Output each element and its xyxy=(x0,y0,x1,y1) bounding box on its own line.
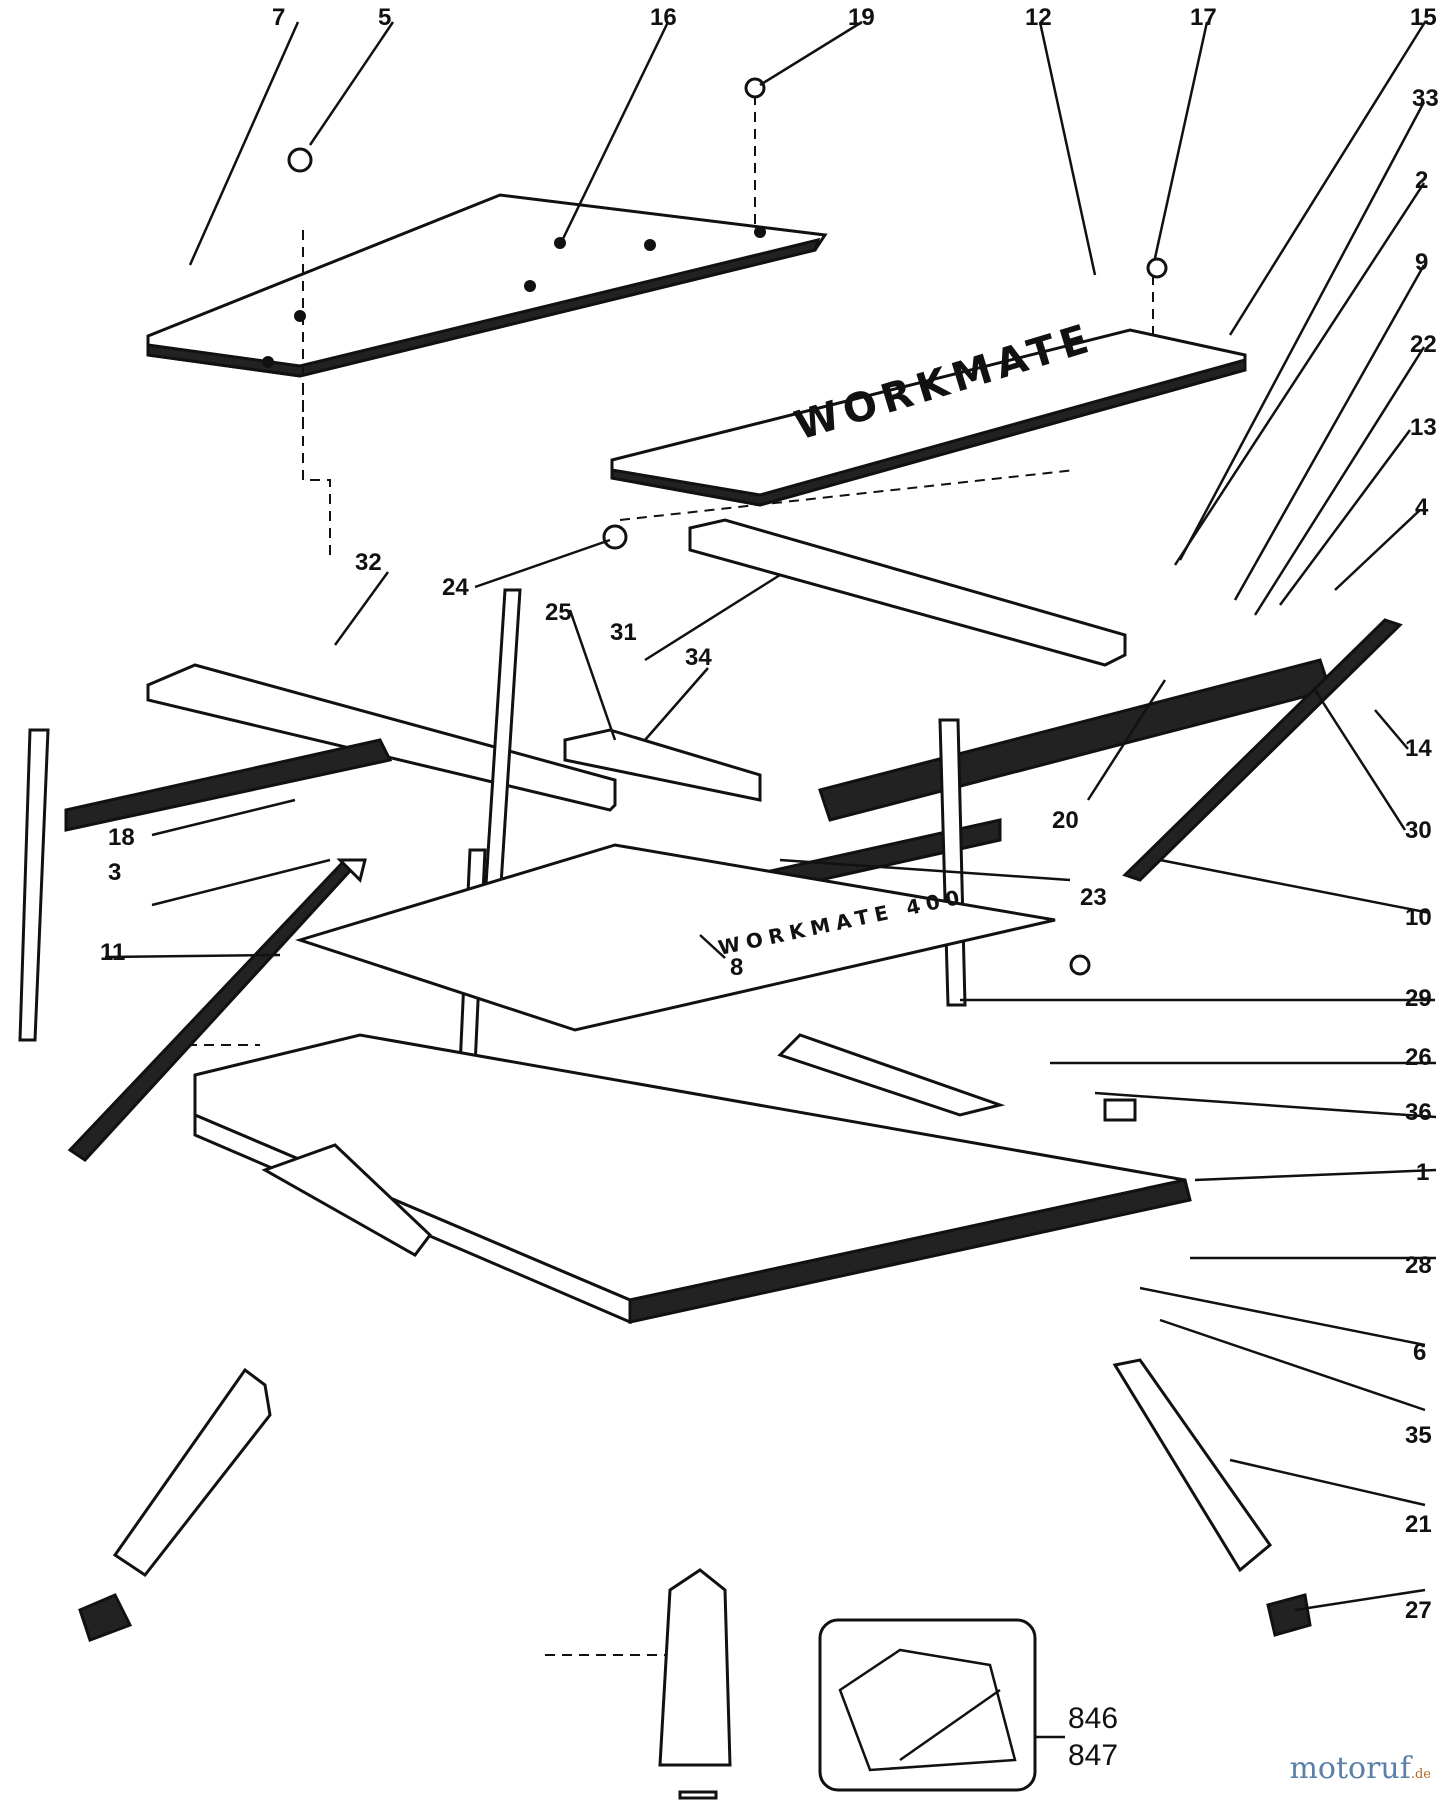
callout-15: 15 xyxy=(1410,4,1437,31)
callout-13: 13 xyxy=(1410,414,1437,441)
callout-5: 5 xyxy=(378,4,391,31)
callout-6: 6 xyxy=(1413,1339,1426,1366)
callout-11: 11 xyxy=(100,939,125,966)
callout-31: 31 xyxy=(610,619,637,646)
callout-26: 26 xyxy=(1405,1044,1432,1071)
base-frame xyxy=(193,1033,1192,1325)
lower-feet xyxy=(78,1358,1312,1800)
callout-3: 3 xyxy=(108,859,121,886)
callout-16: 16 xyxy=(650,4,677,31)
callout-labels: 7 5 16 19 12 17 15 33 2 9 22 13 4 14 30 … xyxy=(100,4,1439,1772)
watermark-tld: .de xyxy=(1410,1767,1431,1782)
front-top-board: WORKMATE xyxy=(610,315,1247,507)
callout-27: 27 xyxy=(1405,1597,1432,1624)
callout-10: 10 xyxy=(1405,904,1432,931)
kit-label-847: 847 xyxy=(1068,1739,1118,1772)
callout-25: 25 xyxy=(545,599,572,626)
callout-36: 36 xyxy=(1405,1099,1432,1126)
watermark-logo: motoruf.de xyxy=(1289,1751,1431,1786)
callout-14: 14 xyxy=(1405,735,1432,762)
callout-32: 32 xyxy=(355,549,382,576)
callout-29: 29 xyxy=(1405,985,1432,1012)
callout-34: 34 xyxy=(685,644,712,671)
callout-17: 17 xyxy=(1190,4,1217,31)
callout-4: 4 xyxy=(1415,494,1429,521)
hardware xyxy=(287,77,1168,1122)
callout-21: 21 xyxy=(1405,1511,1432,1538)
leader-lines xyxy=(104,20,1437,1739)
callout-12: 12 xyxy=(1025,4,1052,31)
callout-1: 1 xyxy=(1416,1159,1429,1186)
callout-8: 8 xyxy=(730,954,743,981)
callout-28: 28 xyxy=(1405,1252,1432,1279)
tool-tray-plate xyxy=(294,843,1056,1032)
fastener-kit-box xyxy=(818,1618,1037,1792)
callout-30: 30 xyxy=(1405,817,1432,844)
callout-20: 20 xyxy=(1052,807,1079,834)
callout-35: 35 xyxy=(1405,1422,1432,1449)
callout-2: 2 xyxy=(1415,167,1428,194)
rear-top-board xyxy=(146,193,828,378)
callout-19: 19 xyxy=(848,4,875,31)
callout-9: 9 xyxy=(1415,249,1428,276)
callout-18: 18 xyxy=(108,824,135,851)
callout-24: 24 xyxy=(442,574,469,601)
kit-label-846: 846 xyxy=(1068,1702,1118,1735)
callout-22: 22 xyxy=(1410,331,1437,358)
callout-7: 7 xyxy=(272,4,285,31)
watermark-name: motoruf xyxy=(1289,1751,1411,1786)
callout-33: 33 xyxy=(1412,85,1439,112)
callout-23: 23 xyxy=(1080,884,1107,911)
